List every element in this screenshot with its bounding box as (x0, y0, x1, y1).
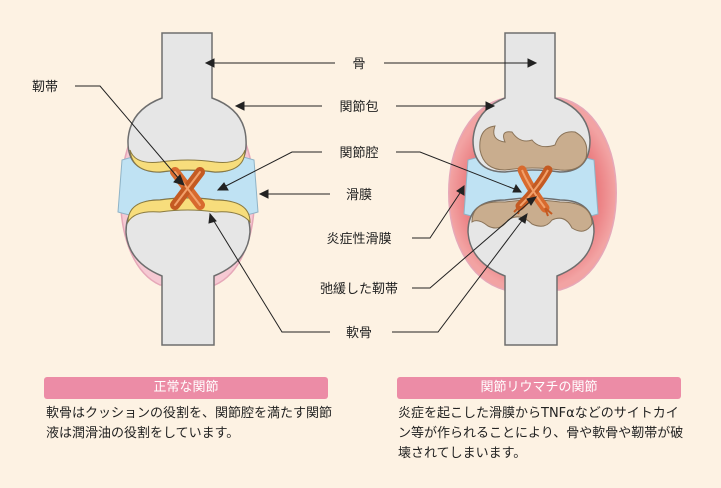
ra-joint (448, 32, 617, 346)
description-normal-joint: 軟骨はクッションの役割を、関節腔を満たす関節液は潤滑油の役割をしています。 (46, 406, 333, 441)
label-joint-capsule: 関節包 (339, 100, 378, 115)
labels: 骨 靭帯 関節包 関節腔 滑膜 炎症性滑膜 弛緩した靭帯 軟骨 (32, 57, 398, 341)
normal-upper-bone (127, 32, 247, 173)
label-cartilage: 軟骨 (346, 325, 372, 341)
normal-joint (117, 32, 259, 346)
description-ra-joint: 炎症を起こした滑膜からTNFαなどのサイトカイン等が作られることにより、骨や軟骨… (398, 406, 684, 461)
label-loosened-ligament: 弛緩した靭帯 (320, 282, 398, 297)
label-ligament: 靭帯 (32, 80, 58, 95)
caption-normal-joint: 正常な関節 (44, 377, 328, 399)
label-bone: 骨 (352, 57, 365, 72)
ra-lower-bone (467, 197, 595, 346)
ra-loosened-ligament (513, 165, 553, 217)
normal-lower-cartilage (127, 197, 251, 224)
label-joint-cavity: 関節腔 (339, 146, 378, 161)
label-inflamed-synovium: 炎症性滑膜 (326, 232, 391, 247)
caption-ra-joint: 関節リウマチの関節 (397, 377, 681, 399)
leader-lines (75, 58, 538, 333)
normal-upper-cartilage (129, 149, 246, 173)
label-synovium: 滑膜 (346, 188, 372, 203)
